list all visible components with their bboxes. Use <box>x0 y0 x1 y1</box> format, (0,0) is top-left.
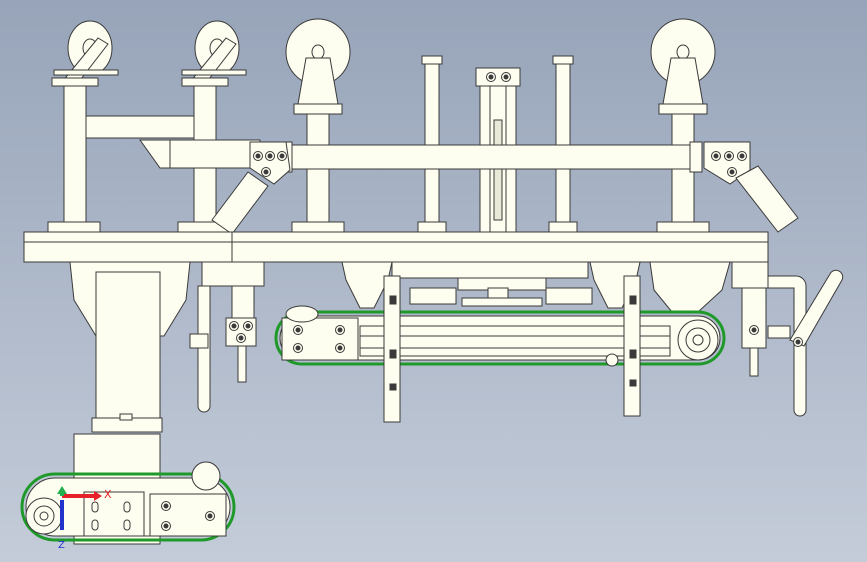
conveyor-belt-module <box>274 305 726 367</box>
angled-arm-left <box>211 171 269 235</box>
guide-roller-3 <box>285 18 351 105</box>
bent-tube-handle[interactable] <box>789 269 844 347</box>
main-frame-beam <box>23 231 769 263</box>
hopper-funnel-left <box>69 261 191 433</box>
guide-rod-right <box>548 55 578 233</box>
vertical-post-left <box>47 77 101 233</box>
upper-crossbar-main <box>279 141 703 173</box>
guide-rod-left <box>417 55 447 233</box>
guide-roller-1 <box>53 20 119 89</box>
upper-crossbar-left <box>85 115 261 169</box>
x-axis-arrowhead <box>94 491 102 501</box>
lower-block-center <box>391 261 593 307</box>
side-bracket-left <box>189 261 265 413</box>
side-bracket-right <box>731 261 807 417</box>
hopper-funnel-mid <box>341 261 731 313</box>
lower-conveyor-module <box>20 433 236 545</box>
tensioner-plate-right <box>623 275 641 417</box>
z-axis-label: Z <box>58 540 65 551</box>
coordinate-triad: X Z <box>57 486 112 551</box>
mount-plate-left <box>249 141 291 185</box>
angled-arm-right <box>735 165 799 233</box>
tensioner-plate-left <box>383 275 401 423</box>
y-axis-arrowhead <box>57 486 67 494</box>
x-axis-label: X <box>104 488 112 501</box>
guide-roller-4 <box>650 18 716 105</box>
